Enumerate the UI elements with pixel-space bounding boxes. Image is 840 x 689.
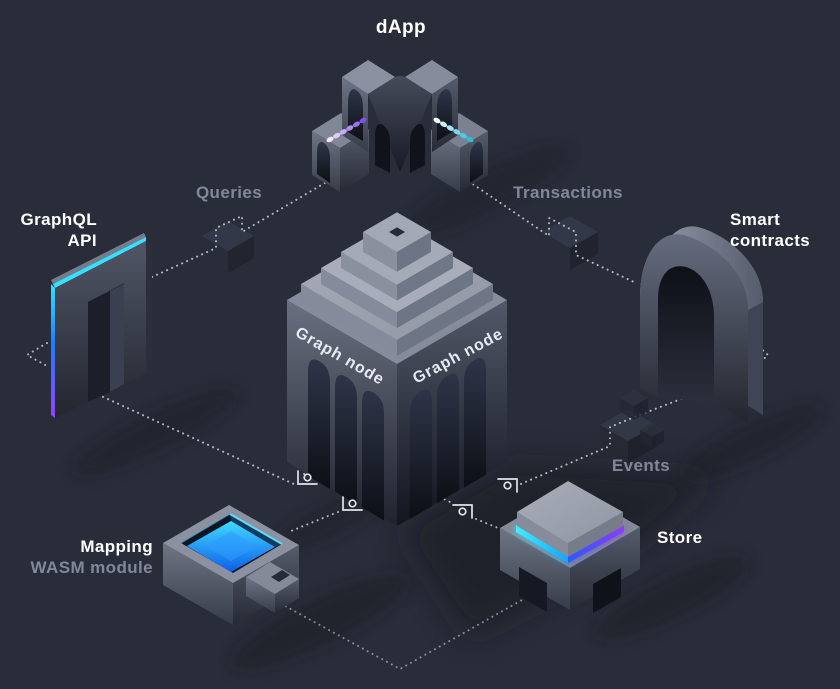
dapp-left-tower-arch [348,89,363,141]
smart-contracts-top-surface [640,226,763,310]
graphql-doorway [88,291,110,402]
graphql-api-label-line2: API [67,231,97,250]
graphql-panel-top-face [51,233,146,284]
graph-node-cap-hole [389,227,405,237]
labels: dApp Queries Transactions GraphQL API Sm… [21,17,810,577]
store-right-notch [593,568,621,613]
corner-marker-icon [452,504,473,519]
mapping-sublabel: WASM module [31,558,153,577]
dapp-data-dots-left [326,117,367,143]
graphql-panel-edge-glow [51,284,55,418]
graphql-to-node-line [87,389,297,486]
packet-cube-queries [202,221,254,273]
graph-node-structure: Graph node Graph node [287,212,507,526]
mapping-tab [246,562,299,613]
dapp-left-arch [317,142,330,183]
dapp-data-dots-right [433,117,474,143]
corner-marker-icon [342,496,363,511]
store-left-notch [519,567,547,612]
dapp-structure [312,60,488,192]
corner-marker-icon [497,478,518,493]
dotted-diamond-icon [740,341,770,369]
corner-marker-icon [297,470,318,485]
dapp-valley [368,76,432,172]
events-label: Events [612,456,670,475]
graphql-panel-top-glow [53,237,146,288]
corner-markers [297,470,518,519]
mapping-to-store-line [275,586,546,671]
mapping-label: Mapping [80,537,153,556]
store-structure [500,481,640,613]
packet-cube-transactions [542,216,598,270]
graphql-api-structure [51,233,152,418]
graphql-api-label-line1: GraphQL [21,210,97,229]
mapping-pool-glow-edge [229,513,283,545]
queries-line [151,170,346,278]
graph-node-arches [308,357,486,521]
smart-contracts-front-face [640,234,748,423]
graphql-panel-face [55,241,146,418]
smart-contracts-label-line1: Smart [730,210,780,229]
dapp-right-tower-arch [437,89,452,141]
store-slab-top [517,481,623,543]
events-line [515,390,703,487]
dotted-diamond-icon [24,342,48,367]
node-to-store-line-tail [475,518,499,529]
dapp-right-tower-top [405,60,458,94]
deco-cubes [620,390,664,449]
queries-label: Queries [196,183,262,202]
dapp-left-tower-top [342,60,395,94]
smart-contracts-label-line2: contracts [730,231,810,250]
store-glow-band [516,525,624,563]
dapp-right-arch [470,142,483,183]
smart-contracts-opening [658,266,714,402]
dapp-label: dApp [376,17,426,38]
mapping-structure [163,505,299,625]
smart-contracts-structure [620,226,763,449]
transactions-label: Transactions [513,183,623,202]
store-label: Store [657,528,702,547]
